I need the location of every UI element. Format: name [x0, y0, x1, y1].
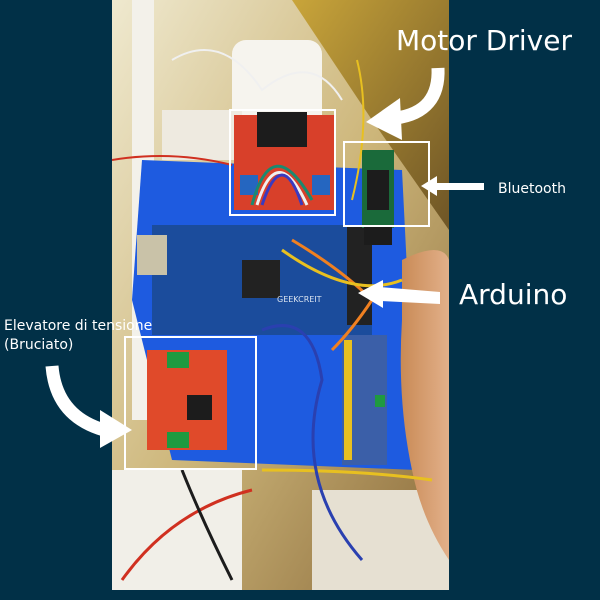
bluetooth-label: Bluetooth	[498, 181, 566, 197]
voltage-booster-label-line2: (Bruciato)	[4, 337, 74, 353]
motor-driver-label: Motor Driver	[396, 24, 572, 57]
voltage-booster-label: Elevatore di tensione (Bruciato)	[4, 317, 152, 355]
voltage-booster-curved-arrow-icon	[45, 365, 132, 448]
motor-driver-curved-arrow-icon	[366, 67, 445, 140]
hand	[400, 250, 449, 560]
board-marking: GEEKCREIT	[277, 295, 322, 304]
voltage-booster-highlight-box	[124, 336, 257, 470]
bluetooth-straight-arrow-icon	[421, 176, 484, 196]
motor-driver-highlight-box	[229, 109, 336, 216]
arduino-straight-arrow-icon	[358, 280, 440, 308]
voltage-booster-label-line1: Elevatore di tensione	[4, 318, 153, 334]
arduino-label: Arduino	[459, 278, 568, 311]
